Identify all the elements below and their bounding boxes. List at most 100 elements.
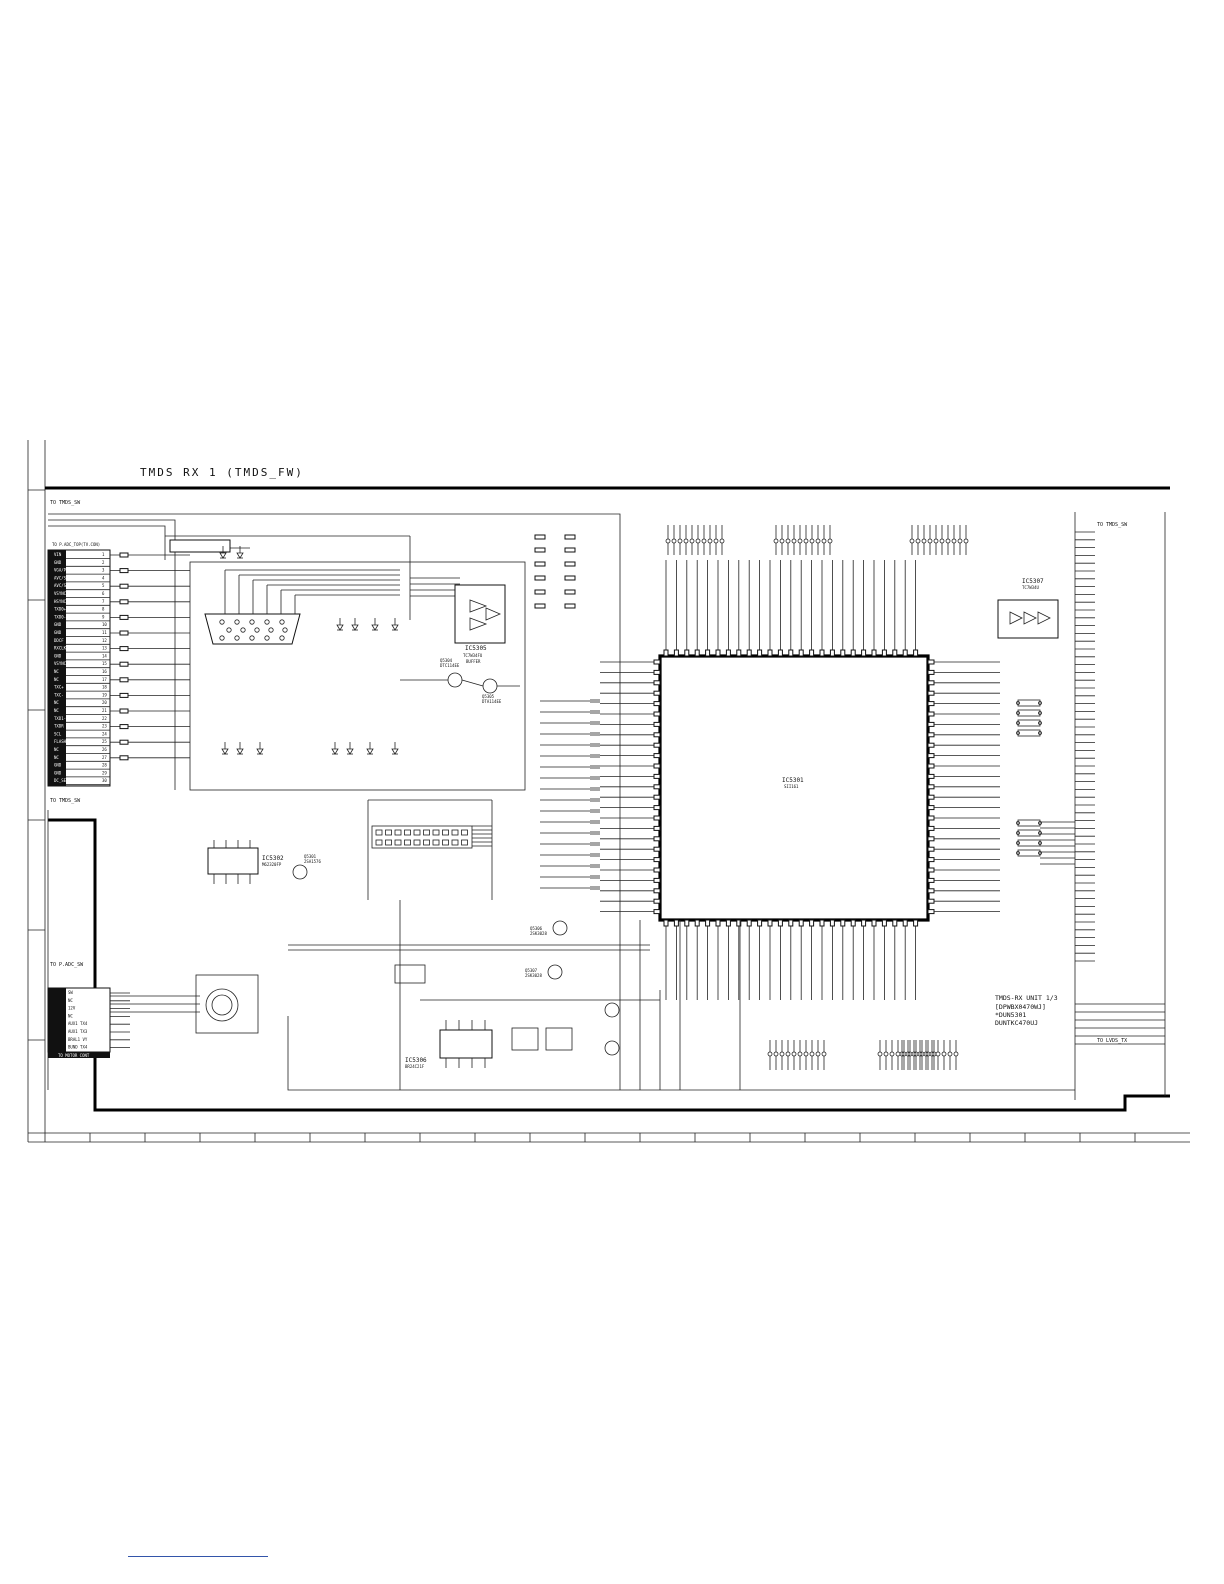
mid-conn-pin (385, 839, 392, 846)
main-ic-pin-right (927, 825, 935, 831)
left-pin-number: 1 (102, 552, 105, 557)
ic5305-ref: IC5305 (465, 645, 487, 652)
array-element (933, 538, 939, 544)
main-ic-pin-right (927, 877, 935, 883)
main-ic-pin-left (653, 680, 661, 686)
top-resistor (534, 603, 546, 609)
q5307-part: 2SK3028 (525, 973, 542, 978)
left-pin-signal: VGA/PCMD (54, 568, 74, 573)
left-pin-number: 4 (102, 575, 105, 580)
main-ic-pin-top (840, 649, 846, 657)
left-pin-signal: GND (54, 770, 62, 775)
ic5301-main: IC5301 SII161 (600, 560, 1000, 1000)
main-ic-pin-top (746, 649, 752, 657)
ic5305-buffer: IC5305 TC7W34FU BUFFER (454, 584, 506, 664)
diode-symbol (346, 748, 354, 755)
main-ic-pin-top (829, 649, 835, 657)
bottom-left-pin-number: 8 (102, 1045, 105, 1050)
array-element (935, 1051, 941, 1057)
mid-conn-pin (451, 829, 459, 836)
network-resistor (1017, 819, 1041, 827)
main-ic-pin-bottom (892, 919, 898, 927)
series-resistor (119, 646, 129, 652)
main-ic-pin-bottom (840, 919, 846, 927)
array-element (895, 1051, 901, 1057)
dsub-pin (234, 635, 240, 641)
left-pin-signal: NC (54, 755, 59, 760)
left-pin-signal: VSYNC (54, 661, 67, 666)
bottom-left-pin-number: 7 (102, 1037, 105, 1042)
main-ic-pin-bottom (767, 919, 773, 927)
main-ic-pin-top (725, 649, 731, 657)
main-ic-pin-left (653, 753, 661, 759)
top-resistor (564, 603, 576, 609)
mid-conn-pin (461, 829, 468, 836)
diode-symbol (256, 748, 264, 755)
main-ic-pin-left (653, 846, 661, 852)
network-resistor (1017, 709, 1041, 717)
main-ic-pin-bottom (913, 919, 919, 927)
array-element (957, 538, 963, 544)
main-ic-pin-left (653, 794, 661, 800)
network-node (1016, 711, 1020, 715)
unit-line-1: TMDS-RX UNIT 1/3 (995, 994, 1058, 1002)
frame-zone-ticks (28, 489, 1136, 1142)
ic5302: IC5302 M62320FP (207, 840, 284, 884)
unit-line-4: DUNTKC470UJ (995, 1019, 1038, 1027)
network-node (1038, 701, 1042, 705)
main-ic-pin-top (684, 649, 690, 657)
diode-symbol (351, 624, 359, 631)
series-resistor (119, 599, 129, 605)
main-ic-pin-right (927, 753, 935, 759)
dsub-pin (264, 635, 270, 641)
main-ic-pin-top (663, 649, 669, 657)
network-node (1016, 821, 1020, 825)
main-ic-pin-bottom (684, 919, 690, 927)
connector-label-right-bottom: TO LVDS_TX (1097, 1038, 1127, 1044)
array-element (939, 538, 945, 544)
dsub-pin (240, 627, 246, 633)
left-pin-signal: NC (54, 747, 59, 752)
mid-connector (367, 799, 493, 900)
diode-symbol (336, 624, 344, 631)
series-resistor (119, 724, 129, 730)
bottom-left-pin-number: 6 (102, 1029, 105, 1034)
dsub-pin (279, 619, 285, 625)
main-ic-pin-right (927, 794, 935, 800)
series-resistor (119, 692, 129, 698)
top-resistor (564, 589, 576, 595)
left-pin-signal: TXD0- (54, 614, 66, 619)
ic5307-part: TC7W34U (1022, 585, 1039, 590)
main-ic-pin-top (798, 649, 804, 657)
dsub-pin (279, 635, 285, 641)
dsub-pin (226, 627, 232, 633)
ic5302-ref: IC5302 (262, 855, 284, 862)
array-element (963, 538, 969, 544)
main-ic-pin-bottom (850, 919, 856, 927)
left-pin-number: 9 (102, 614, 105, 619)
series-resistor (119, 661, 129, 667)
network-node (1038, 831, 1042, 835)
series-resistor (119, 568, 129, 574)
array-element (921, 538, 927, 544)
network-resistor (1017, 719, 1041, 727)
main-ic-pin-right (927, 805, 935, 811)
main-ic-pin-left (653, 763, 661, 769)
network-node (1016, 721, 1020, 725)
main-ic-pin-right (927, 898, 935, 904)
transistor-symbol (604, 1002, 620, 1018)
network-node (1016, 731, 1020, 735)
array-element (773, 1051, 779, 1057)
network-node (1038, 821, 1042, 825)
main-ic-pin-left (653, 659, 661, 665)
main-ic-pin-bottom (673, 919, 679, 927)
array-element (779, 538, 785, 544)
network-resistor (1017, 699, 1041, 707)
main-ic-pin-bottom (871, 919, 877, 927)
series-resistor (119, 552, 129, 558)
mid-conn-pin (451, 839, 459, 846)
ic5306-part: BR24C21F (405, 1064, 425, 1069)
array-element (791, 538, 797, 544)
